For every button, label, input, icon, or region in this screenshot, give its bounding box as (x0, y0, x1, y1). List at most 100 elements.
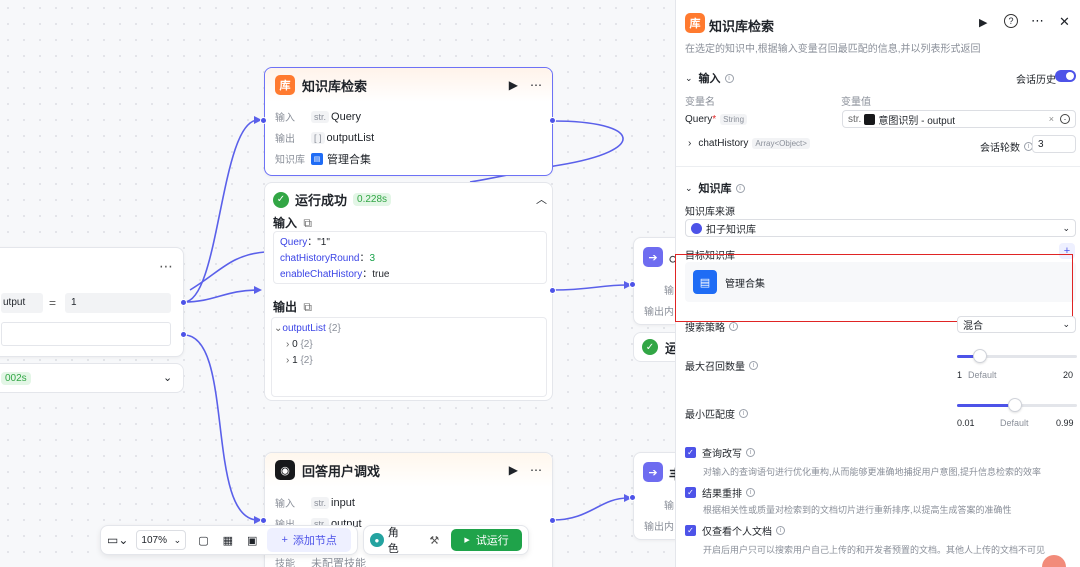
role-label[interactable]: 角色 (387, 527, 399, 555)
run-status-row: ✓ 运行成功 0.228s (273, 190, 392, 209)
play-icon: ▶ (464, 537, 470, 544)
chat-history-toggle[interactable] (1055, 70, 1076, 82)
copy-icon[interactable]: ⧉ (303, 216, 312, 230)
option-rerank[interactable]: ✓ 结果重排 i (685, 485, 755, 500)
input-section-header[interactable]: ⌄ 输入 i (685, 70, 734, 86)
kv-value: 3 (369, 253, 376, 264)
row-label: 输 (664, 501, 674, 512)
info-icon: i (724, 73, 734, 83)
max-recall-min: 1 (957, 370, 963, 380)
kb-source-select[interactable]: 扣子知识库 ⌄ (685, 219, 1076, 237)
port[interactable] (629, 281, 636, 288)
port[interactable] (260, 117, 267, 124)
knowledge-base-icon: 库 (685, 13, 705, 33)
option-personal-docs[interactable]: ✓ 仅查看个人文档 i (685, 523, 785, 538)
node-input-row: 输入 str. input (265, 492, 552, 513)
option-query-rewrite[interactable]: ✓ 查询改写 i (685, 445, 755, 460)
kb-section-header[interactable]: ⌄ 知识库 i (685, 180, 745, 196)
query-param-label: Query * String (685, 114, 749, 125)
chevron-right-icon: › (688, 138, 692, 149)
more-icon[interactable]: ⋯ (159, 258, 173, 274)
min-match-slider-handle[interactable] (1008, 398, 1022, 412)
query-value-field[interactable]: str. 意图识别 - output × · (842, 110, 1076, 128)
strategy-label-group: 搜索策略 i (685, 319, 738, 334)
layout-icon[interactable]: ▦ (222, 534, 234, 547)
chevron-down-icon: ⌄ (685, 182, 693, 193)
plus-icon: + (281, 534, 288, 546)
knowledge-retrieval-node[interactable]: 库 知识库检索 ▶ ⋯ 输入 str. Query 输出 [ ] outputL… (264, 67, 553, 176)
minimap-icon[interactable]: ▭⌄ (107, 533, 129, 547)
option-description: 对输入的查询语句进行优化重构,从而能够更准确地捕捉用户意图,提升信息检索的效率 (703, 467, 1042, 477)
condition-field[interactable]: utput (1, 293, 43, 313)
option-description: 开启后用户只可以搜索用户自己上传的和开发者预置的文档。其他人上传的文档不可见 (703, 545, 1046, 555)
run-status-text: 运行成功 (295, 193, 348, 208)
port[interactable] (260, 517, 267, 524)
check-icon: ✓ (642, 339, 658, 355)
run-output-label: 输出 (273, 300, 298, 314)
tree-row[interactable]: › 1 {2} (286, 355, 313, 366)
condition-empty-field[interactable] (1, 322, 171, 346)
condition-run-status[interactable]: 002s ⌄ (0, 363, 184, 393)
row-value: outputList (326, 131, 375, 144)
target-kb-item[interactable]: ▤ 管理合集 (685, 262, 1076, 302)
time-badge: 0.228s (353, 193, 392, 206)
port[interactable] (629, 494, 636, 501)
target-kb-name: 管理合集 (725, 278, 765, 290)
play-icon[interactable]: ▶ (979, 17, 988, 29)
play-icon[interactable]: ▶ (508, 78, 518, 92)
port[interactable] (180, 299, 187, 306)
chat-history-row[interactable]: › chatHistory Array<Object> (688, 138, 812, 149)
tree-value: {2} (300, 339, 313, 350)
minimap-toggle-icon[interactable]: ▣ (247, 534, 258, 547)
info-icon: i (746, 448, 755, 457)
chat-rounds-input[interactable]: 3 (1032, 135, 1076, 153)
node-header: ◉ 回答用户调戏 ▶ ⋯ (265, 453, 552, 487)
min-match-min: 0.01 (957, 418, 975, 428)
close-icon[interactable]: ✕ (1059, 14, 1070, 29)
more-icon[interactable]: ⋯ (530, 463, 542, 477)
strategy-select[interactable]: 混合 ⌄ (957, 316, 1076, 333)
tree-row[interactable]: › 0 {2} (286, 339, 313, 350)
max-recall-track[interactable] (957, 355, 1077, 358)
copy-icon[interactable]: ⧉ (303, 300, 312, 314)
checkbox-checked-icon[interactable]: ✓ (685, 525, 696, 536)
help-icon[interactable]: ? (1004, 14, 1018, 28)
add-kb-button[interactable]: + (1059, 243, 1075, 259)
row-label: 技能 (275, 559, 295, 567)
option-label: 仅查看个人文档 (702, 527, 772, 538)
condition-compare-field[interactable]: 1 (65, 293, 171, 313)
chevron-up-icon[interactable]: ︿ (536, 194, 547, 206)
variable-picker-icon[interactable]: · (1060, 114, 1070, 124)
role-icon[interactable]: ● (370, 533, 384, 547)
comment-icon[interactable]: ▢ (198, 534, 209, 547)
condition-node[interactable]: ⋯ utput = 1 (0, 247, 184, 357)
checkbox-checked-icon[interactable]: ✓ (685, 447, 696, 458)
row-label: 输出内 (644, 522, 674, 533)
chevron-down-icon[interactable]: ⌄ (163, 372, 173, 384)
type-tag: [ ] (311, 131, 325, 144)
tree-value: {2} (328, 323, 341, 334)
max-recall-slider-handle[interactable] (973, 349, 987, 363)
more-icon[interactable]: ⋯ (530, 78, 542, 92)
document-icon: ▤ (311, 152, 323, 165)
port[interactable] (549, 287, 556, 294)
port[interactable] (549, 517, 556, 524)
chevron-down-icon: ⌄ (1062, 319, 1070, 329)
clear-icon[interactable]: × (1048, 114, 1054, 124)
node-skill-row: 技能 未配置技能 (265, 552, 552, 567)
chat-rounds-label-group: 会话轮数 i (980, 139, 1033, 154)
zoom-select[interactable]: 107% ⌄ (136, 530, 187, 550)
test-run-button[interactable]: ▶ 试运行 (451, 529, 522, 551)
play-icon[interactable]: ▶ (508, 463, 518, 477)
assistant-avatar[interactable] (1042, 555, 1066, 567)
kv-row: chatHistoryRound：3 (280, 253, 376, 264)
port[interactable] (180, 331, 187, 338)
port[interactable] (549, 117, 556, 124)
min-match-label-group: 最小匹配度 i (685, 406, 748, 421)
wrench-icon[interactable]: ⚒ (429, 534, 440, 547)
checkbox-checked-icon[interactable]: ✓ (685, 487, 696, 498)
more-icon[interactable]: ⋯ (1031, 13, 1044, 28)
add-node-button[interactable]: + 添加节点 (267, 528, 351, 552)
condition-operator[interactable]: = (49, 296, 57, 310)
tree-row[interactable]: ⌄outputList {2} (274, 323, 341, 334)
